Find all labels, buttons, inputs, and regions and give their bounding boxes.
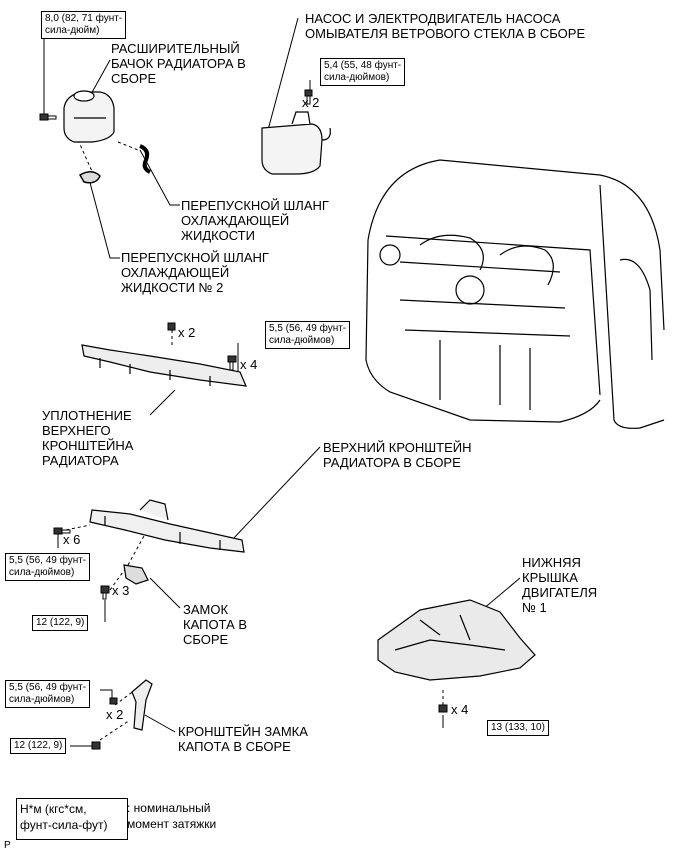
bolt-seal-icon [227, 355, 237, 371]
label-bypass-hose: ПЕРЕПУСКНОЙ ШЛАНГ ОХЛАЖДАЮЩЕЙ ЖИДКОСТИ [181, 198, 329, 243]
leader-seal [149, 389, 176, 416]
hood-lock-part [123, 564, 149, 585]
bolt-bracket-icon [91, 697, 118, 750]
hood-lock-bracket [131, 679, 153, 731]
torque-box: 8,0 (82, 71 фунт- сила-дюйм) [41, 11, 127, 39]
torque-box: 5,5 (56, 49 фунт- сила-дюймов) [5, 553, 91, 581]
quantity-label: x 6 [63, 532, 81, 547]
washer-tank [261, 111, 331, 175]
label-washer: НАСОС И ЭЛЕКТРОДВИГАТЕЛЬ НАСОСА ОМЫВАТЕЛ… [305, 11, 586, 41]
leader-hood-lock [149, 577, 181, 609]
legend-text: : номинальный момент затяжки [127, 801, 217, 831]
label-lower-cover: НИЖНЯЯ КРЫШКА ДВИГАТЕЛЯ № 1 [522, 555, 598, 615]
engine-under-cover [377, 599, 536, 681]
figure-code: P [4, 840, 11, 851]
label-reservoir: РАСШИРИТЕЛЬНЫЙ БАЧОК РАДИАТОРА В СБОРЕ [111, 41, 246, 86]
leader-upper-support [231, 446, 321, 541]
quantity-label: x 4 [240, 357, 258, 372]
label-upper-support: ВЕРХНИЙ КРОНШТЕЙН РАДИАТОРА В СБОРЕ [323, 440, 472, 470]
torque-box: 12 (122, 9) [10, 738, 67, 754]
label-seal: УПЛОТНЕНИЕ ВЕРХНЕГО КРОНШТЕЙНА РАДИАТОРА [42, 408, 134, 468]
torque-box: 12 (122, 9) [32, 615, 89, 631]
bypass-hose-2-part [78, 171, 101, 184]
bolt-support-icon [53, 527, 71, 535]
bolt-cover-icon [438, 704, 448, 713]
legend-box: Н*м (кгс*см, фунт-сила-фут) [16, 798, 128, 840]
leader-reservoir [89, 59, 111, 97]
quantity-label: x 3 [112, 583, 130, 598]
upper-radiator-support [89, 499, 245, 553]
quantity-label: x 2 [302, 95, 320, 110]
torque-box: 5,5 (56, 49 фунт- сила-дюймов) [265, 321, 351, 349]
clip-icon [167, 322, 176, 331]
torque-box: 5,5 (56, 49 фунт- сила-дюймов) [5, 680, 91, 708]
radiator-seal [81, 344, 247, 387]
bolt-icon [39, 113, 57, 121]
bolt-lock-icon [100, 585, 110, 600]
label-lock-bracket: КРОНШТЕЙН ЗАМКА КАПОТА В СБОРЕ [178, 724, 308, 754]
leader-lock-bracket [144, 714, 176, 733]
leader-washer [267, 17, 299, 131]
bypass-hose-part [139, 144, 151, 174]
quantity-label: x 2 [178, 325, 196, 340]
torque-box: 5,4 (55, 48 фунт- сила-дюймов) [320, 58, 406, 86]
leader-torque-6 [100, 689, 113, 700]
vehicle-front [365, 159, 665, 429]
leader-bypass-hose-2 [87, 174, 120, 259]
quantity-label: x 2 [106, 707, 124, 722]
torque-box: 13 (133, 10) [487, 720, 549, 736]
leader-bypass-hose [139, 149, 180, 206]
label-bypass-hose-2: ПЕРЕПУСКНОЙ ШЛАНГ ОХЛАЖДАЮЩЕЙ ЖИДКОСТИ №… [121, 250, 269, 295]
label-hood-lock: ЗАМОК КАПОТА В СБОРЕ [183, 602, 248, 647]
reservoir-tank [63, 90, 115, 143]
quantity-label: x 4 [451, 702, 469, 717]
washer-bolt-icon [304, 89, 313, 105]
